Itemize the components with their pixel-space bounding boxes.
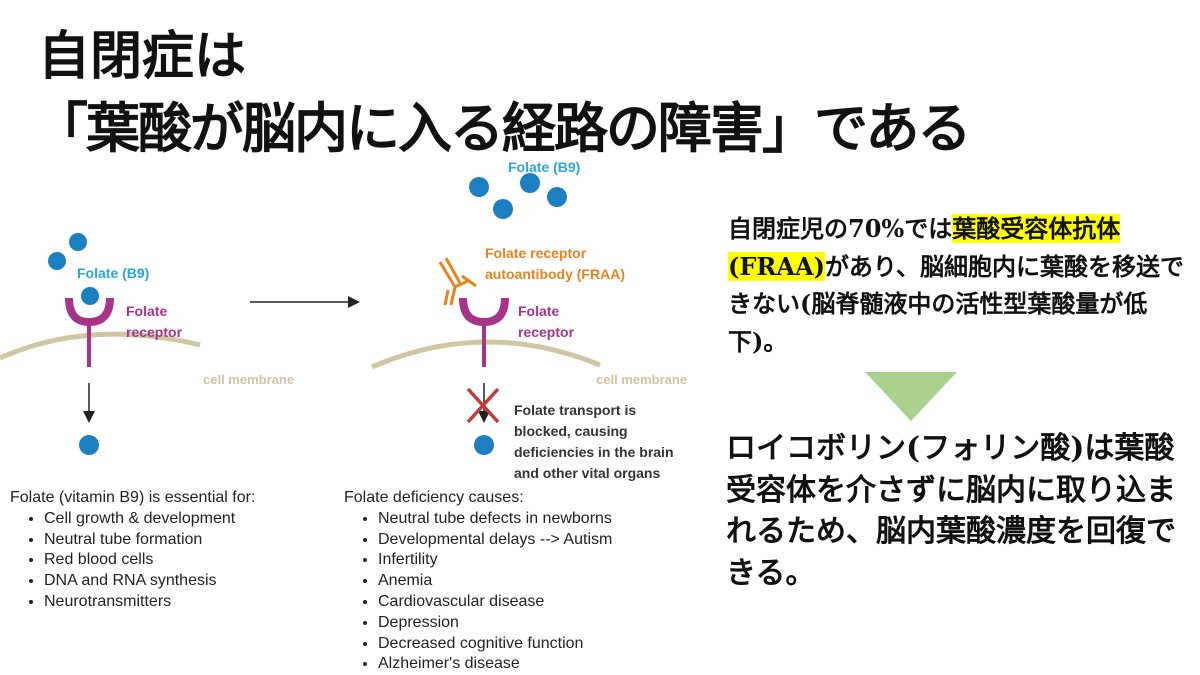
- blocked-x-icon: [466, 387, 500, 424]
- list-item: Cell growth & development: [44, 509, 255, 530]
- blocked-text-3: deficiencies in the brain: [514, 444, 674, 460]
- folate-molecule: [547, 187, 567, 207]
- receptor-label-left-2: receptor: [126, 324, 183, 340]
- deficiency-list: Folate deficiency causes: Neutral tube d…: [344, 488, 612, 675]
- list-item: Anemia: [378, 571, 612, 592]
- receptor-label-right-1: Folate: [518, 303, 559, 319]
- folate-molecule: [48, 252, 66, 270]
- blocked-text-1: Folate transport is: [514, 402, 636, 418]
- down-arrow-triangle: [865, 372, 957, 421]
- blocked-text-4: and other vital organs: [514, 465, 660, 481]
- antibody-label-2: autoantibody (FRAA): [485, 266, 625, 282]
- antibody-label-1: Folate receptor: [485, 245, 587, 261]
- list-item: Decreased cognitive function: [378, 634, 612, 655]
- highlight-receptor: 葉酸受容体: [952, 214, 1073, 243]
- membrane-label-left: cell membrane: [203, 372, 294, 387]
- receptor-label-right-2: receptor: [518, 324, 575, 340]
- folate-molecule-inside: [474, 435, 494, 455]
- folate-label-right: Folate (B9): [508, 159, 580, 175]
- essential-list: Folate (vitamin B9) is essential for: Ce…: [10, 488, 255, 613]
- deficiency-heading: Folate deficiency causes:: [344, 489, 524, 506]
- list-item: Infertility: [378, 550, 612, 571]
- folate-molecule: [469, 177, 489, 197]
- fraa-text-a: 自閉症児の70%では: [728, 214, 953, 243]
- list-item: Depression: [378, 613, 612, 634]
- list-item: Developmental delays --> Autism: [378, 530, 612, 551]
- folate-molecule: [493, 199, 513, 219]
- list-item: Neurotransmitters: [44, 592, 255, 613]
- folate-molecule: [520, 173, 540, 193]
- membrane-label-right: cell membrane: [596, 372, 687, 387]
- list-item: Alzheimer's disease: [378, 654, 612, 675]
- folate-molecule: [81, 287, 99, 305]
- slide-title-line-1: 自閉症は: [38, 26, 247, 87]
- blocked-text-2: blocked, causing: [514, 423, 628, 439]
- slide-title-line-2: 「葉酸が脳内に入る経路の障害」である: [34, 96, 971, 160]
- list-item: Neutral tube formation: [44, 530, 255, 551]
- folate-molecule-inside: [79, 435, 99, 455]
- receptor-label-left-1: Folate: [126, 303, 167, 319]
- fraa-text-b: があり、脳細胞内に葉酸を移送できない(脳脊髄液中の活性型葉酸量が低下)。: [728, 251, 1184, 356]
- list-item: Cardiovascular disease: [378, 592, 612, 613]
- cell-membrane-left: [0, 331, 201, 361]
- folate-label-left: Folate (B9): [77, 265, 149, 281]
- essential-heading: Folate (vitamin B9) is essential for:: [10, 489, 256, 506]
- list-item: Red blood cells: [44, 550, 255, 571]
- list-item: DNA and RNA synthesis: [44, 571, 255, 592]
- list-item: Neutral tube defects in newborns: [378, 509, 612, 530]
- folate-receptor-right: [459, 297, 509, 327]
- leucovorin-explanation: ロイコボリン(フォリン酸)は葉酸受容体を介さずに脳内に取り込まれるため、脳内葉酸…: [726, 431, 1176, 591]
- fraa-explanation: 自閉症児の70%では葉酸受容体抗体(FRAA)があり、脳細胞内に葉酸を移送できな…: [728, 210, 1198, 360]
- autoantibody-icon: [438, 257, 477, 306]
- folate-molecule: [69, 233, 87, 251]
